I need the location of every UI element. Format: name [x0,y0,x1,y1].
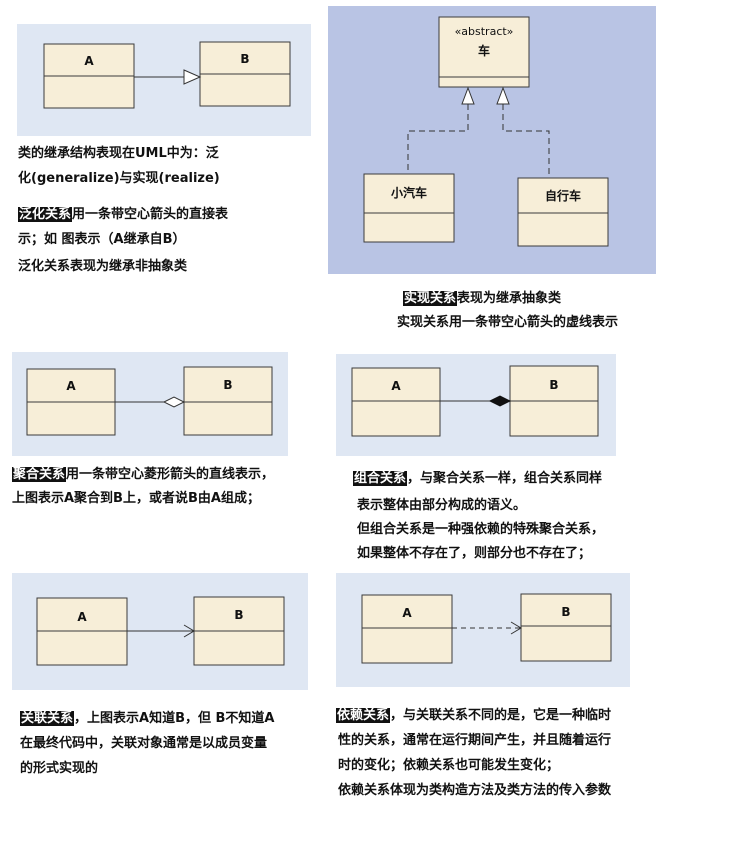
bicycle-box: 自行车 [517,177,609,247]
abstract-car-box: «abstract» 车 [438,16,530,88]
class-b-box: B [199,41,291,107]
association-diagram: A B [12,573,308,690]
class-b-box: B [520,593,612,662]
realize-line-small-car [407,104,469,174]
generalize-desc-line2: 示；如 图表示（A继承自B） [18,232,186,247]
realize-desc1-rest: 表现为继承抽象类 [457,291,562,306]
dependency-diagram: A B [336,573,630,687]
dependency-desc-line1: 依赖关系，与关联关系不同的是，它是一种临时 [336,704,611,727]
class-a-label: A [84,54,94,68]
abstract-stereotype: «abstract» [455,25,514,38]
aggregation-tag: 聚合关系 [12,467,67,482]
composition-svg: A B [351,365,599,437]
generalize-desc-line1: 泛化关系用一条带空心箭头的直接表 [18,203,228,226]
dependency-desc-line3: 时的变化；依赖关系也可能发生变化； [338,758,560,773]
association-desc-line1: 关联关系，上图表示A知道B，但 B不知道A [20,707,274,730]
generalization-svg: A B [43,41,291,109]
bicycle-label: 自行车 [545,188,581,203]
class-a-box: A [36,597,128,666]
realize-desc-line1: 实现关系表现为继承抽象类 [403,287,561,310]
hollow-triangle-arrow-right [496,86,510,105]
association-desc-line2: 在最终代码中，关联对象通常是以成员变量 [20,736,268,751]
small-car-label: 小汽车 [391,185,427,200]
realize-line-bicycle [502,104,550,178]
association-desc-line3: 的形式实现的 [20,761,99,776]
aggregation-desc-line2: 上图表示A聚合到B上，或者说B由A组成； [12,491,260,506]
aggregation-desc1-rest: 用一条带空心菱形箭头的直线表示， [66,467,275,482]
class-a-box: A [26,368,116,436]
dependency-desc-line2: 性的关系，通常在运行期间产生，并且随着运行 [338,733,612,748]
hollow-triangle-arrow [183,69,202,85]
class-a-box: A [361,594,453,664]
composition-desc1-rest: ，与聚合关系一样，组合关系同样 [407,471,603,486]
generalize-desc-line3: 泛化关系表现为继承非抽象类 [18,259,188,274]
aggregation-svg: A B [26,366,273,436]
dependency-desc1-rest: ，与关联关系不同的是，它是一种临时 [390,708,612,723]
association-desc1-rest: ，上图表示A知道B，但 B不知道A [74,711,275,726]
dependency-tag: 依赖关系 [336,708,391,723]
filled-diamond [488,395,512,407]
association-tag: 关联关系 [20,711,75,726]
dependency-desc-line4: 依赖关系体现为类构造方法及类方法的传入参数 [338,783,612,798]
composition-desc-line4: 如果整体不存在了，则部分也不存在了； [357,546,592,561]
realization-diagram: «abstract» 车 小汽车 自行车 [328,6,656,274]
class-a-label: A [391,379,401,393]
realize-desc-line2: 实现关系用一条带空心箭头的虚线表示 [397,315,619,330]
association-svg: A B [36,596,285,666]
class-b-label: B [549,378,558,392]
class-a-box: A [351,367,441,437]
aggregation-desc-line1: 聚合关系用一条带空心菱形箭头的直线表示， [12,463,274,486]
generalize-desc1-rest: 用一条带空心箭头的直接表 [72,207,229,222]
generalize-intro-line1: 类的继承结构表现在UML中为：泛 [18,146,219,161]
composition-desc-line3: 但组合关系是一种强依赖的特殊聚合关系， [357,522,605,537]
class-b-label: B [223,378,232,392]
class-b-label: B [240,52,249,66]
open-arrow-head [510,621,522,635]
composition-desc-line2: 表示整体由部分构成的语义。 [357,498,527,513]
generalize-tag: 泛化关系 [18,207,73,222]
composition-tag: 组合关系 [353,471,408,486]
realization-svg: «abstract» 车 小汽车 自行车 [363,16,609,247]
class-b-label: B [234,608,243,622]
open-arrow-head [183,624,195,638]
car-label: 车 [478,43,490,58]
small-car-box: 小汽车 [363,173,455,243]
class-a-label: A [402,606,412,620]
class-a-box: A [43,43,135,109]
class-b-box: B [193,596,285,666]
hollow-diamond [162,396,186,408]
class-a-label: A [66,379,76,393]
generalization-diagram: A B [17,24,311,136]
class-b-label: B [561,605,570,619]
aggregation-diagram: A B [12,352,288,456]
class-b-box: B [509,365,599,437]
hollow-triangle-arrow-left [461,86,475,105]
class-b-box: B [183,366,273,436]
generalize-intro-line2: 化(generalize)与实现(realize) [18,171,220,186]
dependency-svg: A B [361,593,612,664]
composition-diagram: A B [336,354,616,456]
class-a-label: A [77,610,87,624]
composition-desc-line1: 组合关系，与聚合关系一样，组合关系同样 [353,467,602,490]
realize-tag: 实现关系 [403,291,458,306]
